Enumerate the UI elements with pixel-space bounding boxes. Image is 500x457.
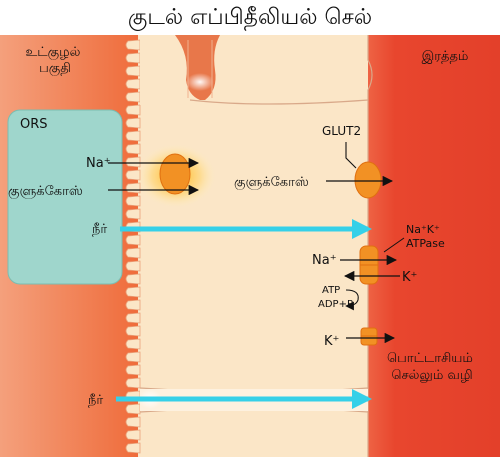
microvilli (125, 39, 141, 454)
microvillus (125, 325, 141, 337)
blood-label: இரத்தம் (422, 49, 469, 64)
epithelial-cell (138, 35, 368, 457)
microvillus (125, 286, 141, 298)
microvillus (125, 351, 141, 363)
paracellular-water-label: நீர் (88, 393, 103, 408)
microvillus (125, 52, 141, 64)
ors-box-label: ORS (20, 117, 48, 132)
sglt1-transporter (159, 153, 191, 195)
microvillus (125, 338, 141, 350)
microvillus (125, 403, 141, 415)
microvillus (125, 247, 141, 259)
glut2-label: GLUT2 (322, 124, 361, 138)
diagram-title: குடல் எப்பிதீலியல் செல் (128, 5, 372, 31)
microvillus (125, 65, 141, 77)
k-channel-label: K⁺ (324, 334, 339, 349)
sodium-basolateral-label: Na⁺ (312, 253, 337, 268)
microvillus (125, 143, 141, 155)
microvillus (125, 273, 141, 285)
potassium-pathway-label: பொட்டாசியம் செல்லும் வழி (387, 351, 477, 383)
potassium-pump-label: K⁺ (402, 270, 417, 285)
microvillus (125, 156, 141, 168)
microvillus (125, 312, 141, 324)
blood-region (360, 35, 500, 457)
microvillus (125, 104, 141, 116)
microvillus (125, 130, 141, 142)
ors-glucose-label: குளுக்கோஸ் (8, 184, 83, 199)
glut2-transporter (354, 161, 382, 199)
nak-atpase-label: Na⁺K⁺ ATPase (406, 223, 445, 250)
lumen-label: உட்குழல் பகுதி (25, 45, 84, 76)
adp-label: ADP+P (318, 299, 353, 310)
microvillus (125, 78, 141, 90)
microvillus (125, 364, 141, 376)
microvillus (125, 234, 141, 246)
ors-box (7, 109, 123, 285)
atp-hydrolysis-arrow (345, 289, 359, 311)
microvillus (125, 299, 141, 311)
microvillus (125, 260, 141, 272)
tight-junction-top (140, 35, 369, 105)
microvillus (125, 416, 141, 428)
atp-label: ATP (322, 285, 340, 296)
microvillus (125, 39, 141, 51)
glucose-basolateral-label: குளுக்கோஸ் (234, 175, 309, 190)
microvillus (125, 429, 141, 441)
microvillus (125, 117, 141, 129)
basolateral-membrane (367, 35, 373, 457)
microvillus (125, 442, 141, 454)
glut2-pointer (345, 142, 357, 169)
microvillus (125, 208, 141, 220)
microvillus (125, 91, 141, 103)
ors-sodium-label: Na⁺ (86, 156, 111, 171)
microvillus (125, 195, 141, 207)
ors-water-label: நீர் (92, 222, 107, 237)
nak-pointer (383, 237, 405, 253)
microvillus (125, 377, 141, 389)
